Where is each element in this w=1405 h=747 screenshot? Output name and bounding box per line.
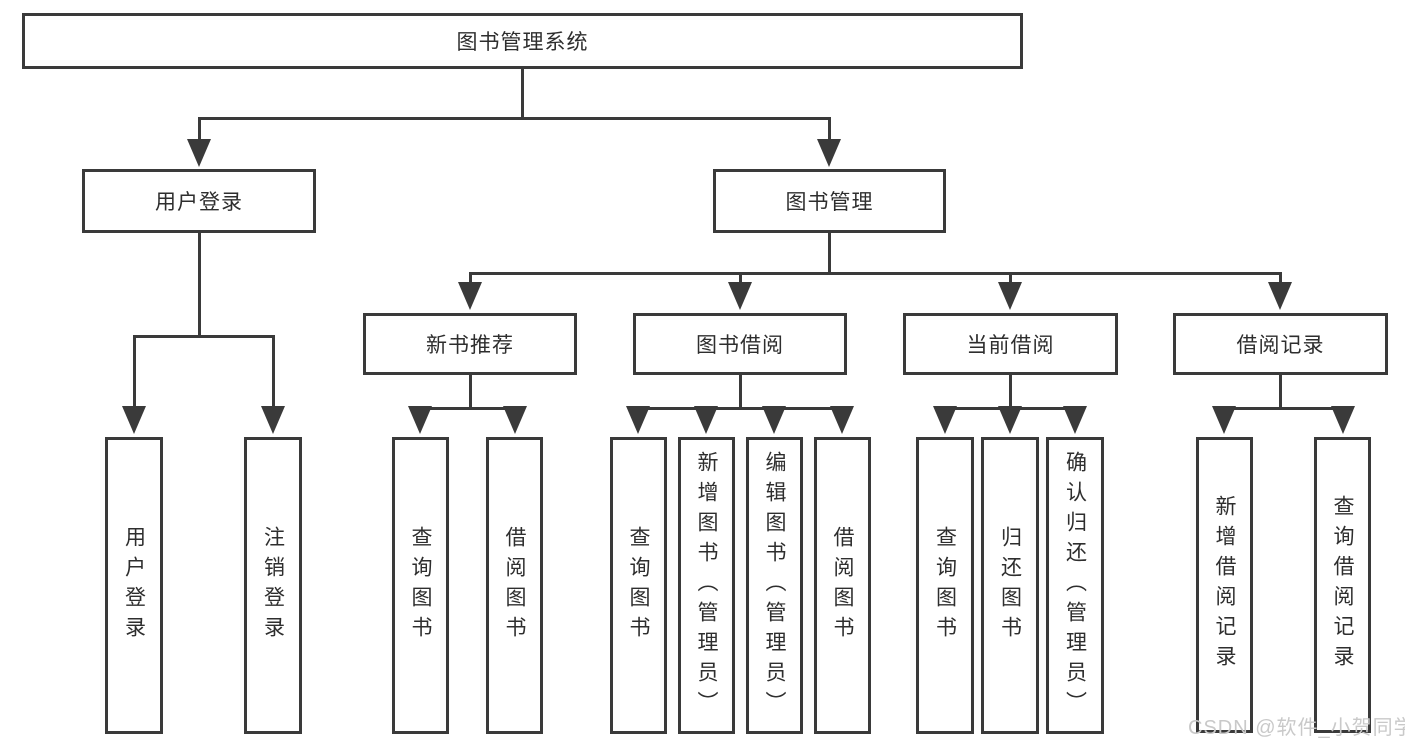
node-book-management: 图书管理 <box>713 169 946 233</box>
node-new-book-recommend-label: 新书推荐 <box>426 334 514 357</box>
arrow-down-icon <box>762 406 786 434</box>
leaf-borrow-add-book-admin: 新增图书（管理员） <box>678 437 735 734</box>
connector-line <box>828 233 831 275</box>
arrow-down-icon <box>503 406 527 434</box>
leaf-current-confirm-return-admin: 确认归还（管理员） <box>1046 437 1104 734</box>
leaf-current-return-book: 归还图书 <box>981 437 1039 734</box>
node-user-login: 用户登录 <box>82 169 316 233</box>
connector-line <box>828 117 831 143</box>
leaf-current-confirm-return-admin-label: 确认归还（管理员） <box>1063 450 1087 721</box>
leaf-newbook-borrow-book: 借阅图书 <box>486 437 543 734</box>
leaf-user-login-label: 用户登录 <box>122 525 146 646</box>
node-book-management-label: 图书管理 <box>785 191 874 214</box>
node-root-label: 图书管理系统 <box>456 31 589 54</box>
arrow-down-icon <box>122 406 146 434</box>
node-borrow-record-label: 借阅记录 <box>1236 334 1325 357</box>
connector-line <box>739 374 742 410</box>
connector-line <box>469 272 472 286</box>
arrow-down-icon <box>998 282 1022 310</box>
leaf-record-query-borrow-record-label: 查询借阅记录 <box>1331 495 1354 675</box>
connector-line <box>1009 374 1012 410</box>
arrow-down-icon <box>1212 406 1236 434</box>
node-new-book-recommend: 新书推荐 <box>363 313 577 375</box>
connector-line <box>1223 407 1345 410</box>
connector-line <box>739 272 742 286</box>
leaf-record-add-borrow-record: 新增借阅记录 <box>1196 437 1253 733</box>
node-borrow-record: 借阅记录 <box>1173 313 1388 375</box>
connector-line <box>521 69 524 120</box>
node-book-borrow: 图书借阅 <box>633 313 847 375</box>
leaf-borrow-edit-book-admin: 编辑图书（管理员） <box>746 437 803 734</box>
leaf-borrow-edit-book-admin-label: 编辑图书（管理员） <box>763 450 786 721</box>
arrow-down-icon <box>694 406 718 434</box>
connector-line <box>133 335 275 338</box>
leaf-record-add-borrow-record-label: 新增借阅记录 <box>1213 495 1236 675</box>
leaf-borrow-query-book-label: 查询图书 <box>627 525 650 646</box>
leaf-newbook-borrow-book-label: 借阅图书 <box>503 525 526 646</box>
leaf-logout-login-label: 注销登录 <box>261 525 285 646</box>
arrow-down-icon <box>817 139 841 167</box>
arrow-down-icon <box>458 282 482 310</box>
node-user-login-label: 用户登录 <box>155 191 243 214</box>
connector-line <box>272 335 275 410</box>
connector-line <box>469 272 1282 275</box>
leaf-record-query-borrow-record: 查询借阅记录 <box>1314 437 1371 733</box>
arrow-down-icon <box>1331 406 1355 434</box>
arrow-down-icon <box>261 406 285 434</box>
arrow-down-icon <box>933 406 957 434</box>
csdn-watermark: CSDN @软件_小贺同学 <box>1188 717 1405 739</box>
arrow-down-icon <box>1268 282 1292 310</box>
connector-line <box>1009 272 1012 286</box>
connector-line <box>198 117 201 143</box>
arrow-down-icon <box>626 406 650 434</box>
arrow-down-icon <box>728 282 752 310</box>
leaf-newbook-query-book-label: 查询图书 <box>409 525 432 646</box>
leaf-current-return-book-label: 归还图书 <box>998 525 1022 646</box>
connector-line <box>1279 272 1282 286</box>
leaf-borrow-borrow-book: 借阅图书 <box>814 437 871 734</box>
leaf-borrow-add-book-admin-label: 新增图书（管理员） <box>695 450 718 721</box>
arrow-down-icon <box>187 139 211 167</box>
node-root: 图书管理系统 <box>22 13 1023 69</box>
connector-line <box>198 233 201 338</box>
leaf-borrow-query-book: 查询图书 <box>610 437 667 734</box>
node-current-borrow: 当前借阅 <box>903 313 1118 375</box>
connector-line <box>419 407 517 410</box>
node-current-borrow-label: 当前借阅 <box>966 334 1055 357</box>
arrow-down-icon <box>998 406 1022 434</box>
leaf-logout-login: 注销登录 <box>244 437 302 734</box>
connector-line <box>1279 374 1282 410</box>
arrow-down-icon <box>1063 406 1087 434</box>
connector-line <box>198 117 831 120</box>
arrow-down-icon <box>830 406 854 434</box>
connector-line <box>133 335 136 410</box>
leaf-current-query-book-label: 查询图书 <box>933 525 957 646</box>
connector-line <box>469 374 472 410</box>
leaf-user-login: 用户登录 <box>105 437 163 734</box>
node-book-borrow-label: 图书借阅 <box>696 334 784 357</box>
leaf-current-query-book: 查询图书 <box>916 437 974 734</box>
leaf-newbook-query-book: 查询图书 <box>392 437 449 734</box>
arrow-down-icon <box>408 406 432 434</box>
leaf-borrow-borrow-book-label: 借阅图书 <box>831 525 854 646</box>
